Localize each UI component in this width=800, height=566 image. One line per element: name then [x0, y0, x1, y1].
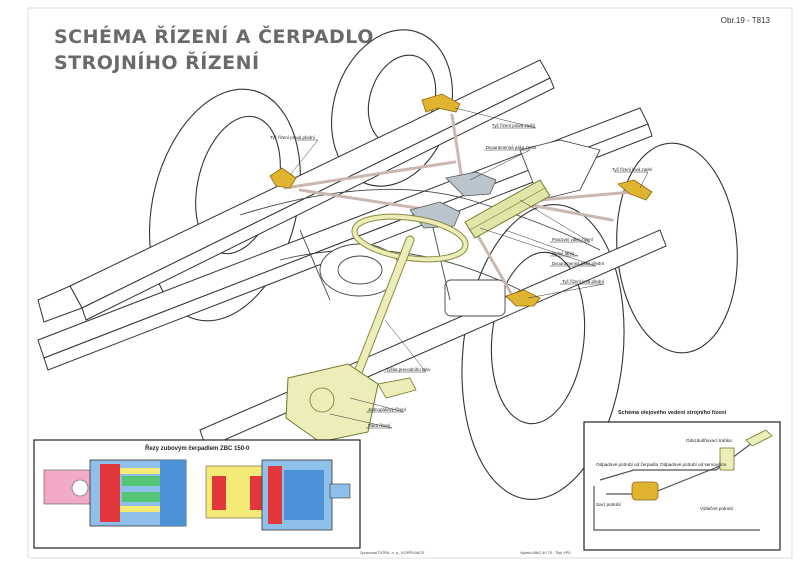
pump-panel-title: Řezy zubovým čerpadlem ZBC 150-0: [145, 446, 250, 452]
oil-label-pump-return: Odpadové potrubí od čerpadla: [596, 462, 659, 467]
label-steering-lever: Páka řízení: [368, 423, 391, 428]
oil-pump: [631, 481, 659, 501]
label-transmission-rod: Tyčka prevodního tahu: [386, 367, 431, 372]
steering-arms: [269, 93, 653, 307]
label-rear-double-lever: Dvouramenná páka zadní: [486, 145, 537, 150]
label-front-right-tie-rod: Tyč řízení pravá přední: [270, 135, 315, 140]
column-coupling: [377, 377, 417, 399]
diagram-title-line-2: STROJNÍHO ŘÍZENÍ: [54, 52, 260, 74]
oil-line-panel: [583, 421, 781, 551]
oil-label-vent-pipe: Odvzdušňovací trubka: [686, 438, 732, 443]
tie-rod-rear-2: [528, 203, 614, 222]
double-lever-rear: [445, 171, 497, 197]
label-right-rear-tie-rod: Tyč řízení pravá zadní: [492, 123, 536, 128]
servo-cylinder: [745, 429, 773, 447]
tie-rod-rear: [538, 190, 634, 202]
support-strut: [299, 229, 331, 301]
oil-label-pressure: Výtlačné potrubí: [700, 506, 734, 511]
diagram-title-line-1: SCHÉMA ŘÍZENÍ A ČERPADLO: [54, 26, 374, 48]
wheel-rear-left-rim: [490, 251, 586, 425]
left-rail-side: [81, 77, 555, 321]
steering-arm-rear-left: [505, 289, 541, 307]
rail-end: [37, 285, 83, 323]
label-single-lever: Jednopákový řízení: [368, 407, 407, 412]
oil-label-servo-return: Odpadové potrubí od servoválce: [660, 462, 727, 467]
label-power-cylinder: Pracovní válec řízení: [552, 237, 593, 242]
label-left-rear-tie-rod: Tyč řízení levá zadní: [612, 167, 653, 172]
figure-reference: Obr.19 - T813: [720, 16, 770, 25]
tie-rod-front-2: [298, 188, 432, 212]
power-cylinder: [464, 179, 551, 239]
label-full-rod: Úplné táhlo: [552, 251, 575, 256]
steering-gearbox: [285, 363, 379, 443]
footer-print-info: Vydalo MNO 40 70 · Tisk VPÚ: [520, 551, 571, 555]
pressure-line: [599, 439, 757, 481]
oil-label-suction: Sací potrubí: [596, 502, 621, 507]
steering-arm-front-right: [421, 93, 461, 113]
label-left-front-tie-rod: Tyč řízení levá přední: [562, 279, 604, 284]
tie-rods: [283, 113, 634, 302]
steering-assembly: [285, 213, 469, 443]
return-line: [593, 486, 760, 531]
steering-arm-front-left: [269, 167, 297, 189]
sheet-frame: [27, 7, 793, 559]
transfer-case: [444, 279, 506, 317]
drag-link-right: [450, 113, 464, 182]
steering-arm-rear-right: [617, 179, 653, 201]
front-axle: [239, 188, 601, 251]
differential-cover: [337, 255, 383, 285]
footer-publisher: Zpracoval TATRA, n. p., KOPŘIVNICE: [360, 551, 425, 555]
leader-lines: [289, 107, 649, 429]
oil-tank: [719, 447, 735, 471]
pump-section-panel: [33, 439, 361, 549]
tie-rod-front: [283, 160, 457, 190]
label-front-double-lever: Dvouramenná páka přední: [552, 261, 604, 266]
oil-panel-title: Schéma olejového vedení strojního řízení: [618, 410, 727, 416]
